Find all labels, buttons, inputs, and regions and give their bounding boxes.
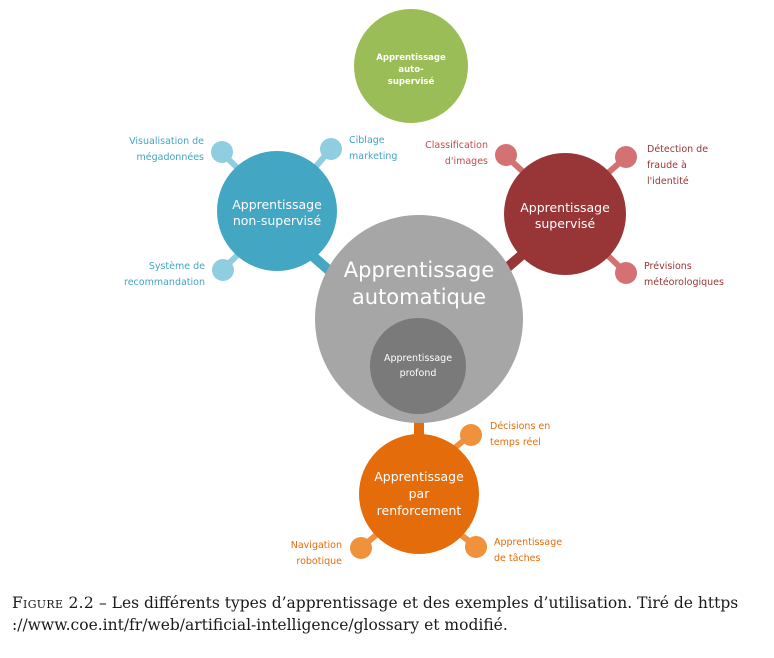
label-line: d'images (445, 156, 488, 167)
label-line: par (409, 486, 431, 501)
label-line: Système de (149, 261, 205, 272)
node-reinforcement (359, 434, 479, 554)
label-line: recommandation (124, 277, 205, 288)
label-line: Navigation (291, 540, 342, 551)
label-line: Ciblage (349, 135, 385, 146)
label-line: temps réel (490, 437, 541, 448)
label-line: Apprentissage (384, 353, 452, 364)
leaf-label-meta-viz: Visualisation de mégadonnées (129, 136, 204, 163)
leaf-label-robot-nav: Navigation robotique (291, 540, 342, 567)
label-reinforcement: Apprentissage par renforcement (374, 469, 464, 518)
label-line: météorologiques (644, 277, 724, 288)
figure-caption-text: – Les différents types d’apprentissage e… (12, 594, 739, 634)
leaf-dot-targeting (320, 138, 342, 160)
leaf-label-fraud: Détection de fraude à l'identité (647, 144, 708, 187)
label-line: marketing (349, 151, 397, 162)
label-line: auto- (398, 65, 424, 75)
label-line: automatique (352, 285, 486, 309)
ml-types-diagram: Apprentissage auto-supervisé Apprentissag… (124, 9, 724, 567)
label-line: supervisé (388, 76, 435, 87)
leaf-dot-weather (615, 262, 637, 284)
label-line: Décisions en (490, 421, 550, 432)
label-central: Apprentissage automatique (344, 258, 495, 309)
label-line: supervisé (535, 216, 596, 231)
label-line: profond (400, 368, 437, 379)
label-line: Apprentissage (374, 469, 464, 484)
label-line: robotique (296, 556, 342, 567)
leaf-dots (211, 138, 637, 559)
leaf-dot-recommender (212, 259, 234, 281)
label-line: fraude à (647, 160, 687, 171)
label-line: Classification (425, 140, 488, 151)
leaf-dot-meta-viz (211, 141, 233, 163)
label-line: de tâches (494, 553, 541, 564)
leaf-label-realtime: Décisions en temps réel (490, 421, 550, 448)
leaf-label-recommender: Système de recommandation (124, 261, 205, 288)
leaf-label-tasks: Apprentissage de tâches (494, 537, 562, 564)
label-line: Apprentissage (520, 200, 610, 215)
leaf-label-targeting: Ciblage marketing (349, 135, 397, 162)
label-line: Apprentissage (376, 53, 446, 63)
figure-caption: Figure 2.2 – Les différents types d’appr… (12, 592, 768, 636)
leaf-dot-tasks (465, 536, 487, 558)
leaf-dot-fraud (615, 146, 637, 168)
label-line: renforcement (377, 503, 462, 518)
node-unsupervised (217, 151, 337, 271)
leaf-dot-image-class (495, 144, 517, 166)
label-line: Détection de (647, 144, 708, 155)
label-line: Prévisions (644, 261, 692, 272)
label-line: mégadonnées (137, 152, 205, 163)
leaf-dot-robot-nav (350, 537, 372, 559)
label-line: Visualisation de (129, 136, 204, 147)
leaf-label-weather: Prévisions météorologiques (644, 261, 724, 288)
label-line: Apprentissage (232, 197, 322, 212)
node-deep (370, 318, 466, 414)
figure-label: Figure 2.2 (12, 594, 95, 612)
node-supervised (504, 153, 626, 275)
label-line: non-supervisé (233, 213, 322, 228)
label-line: l'identité (647, 176, 689, 187)
label-line: Apprentissage (344, 258, 495, 282)
label-deep: Apprentissage profond (384, 353, 452, 379)
leaf-dot-realtime (460, 424, 482, 446)
label-line: Apprentissage (494, 537, 562, 548)
label-self-supervised: Apprentissage auto-supervisé (376, 53, 446, 87)
node-self-supervised (354, 9, 468, 123)
leaf-label-image-class: Classification d'images (425, 140, 488, 167)
